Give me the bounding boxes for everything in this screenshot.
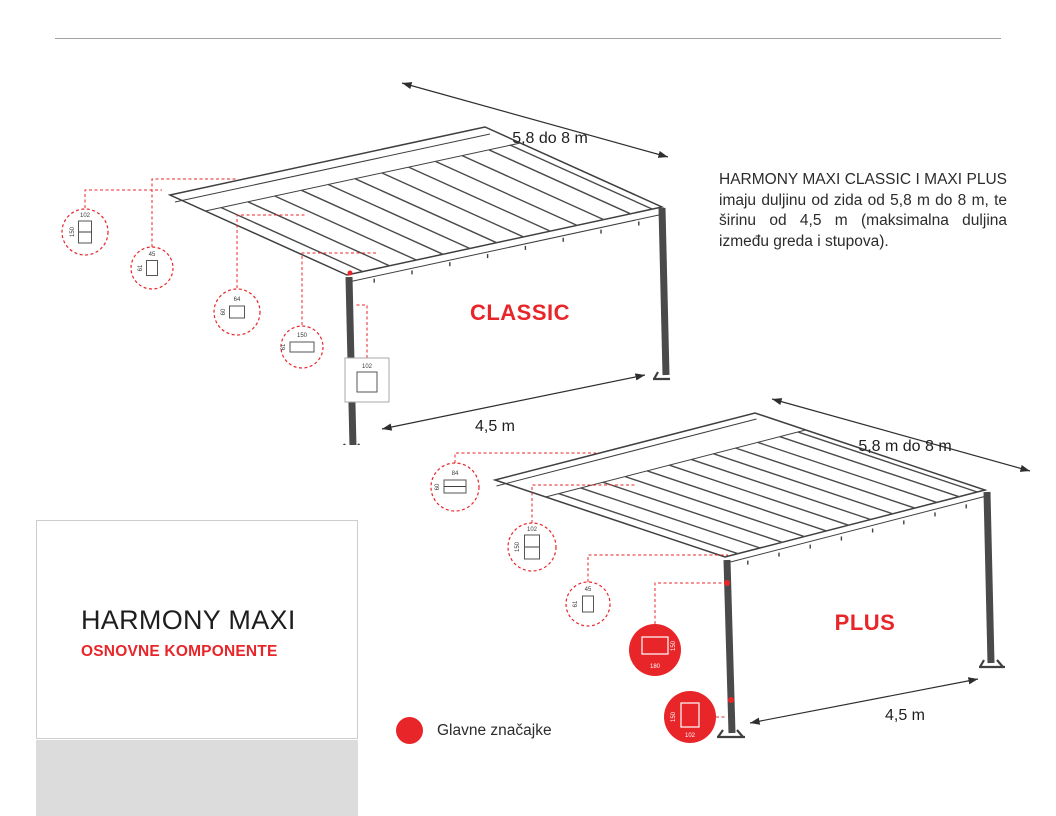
footer-band [36,740,358,816]
classic-callout-4: 150 61 [280,325,324,369]
plus-callout-1: 84 60 [430,462,480,512]
plus-model-label: PLUS [835,610,896,635]
classic-width-label: 4,5 m [475,418,515,435]
callout-dim: 180 [650,664,661,670]
plus-callout-2: 102 150 [507,522,557,572]
callout-dim: 61 [281,343,287,350]
feature-anchor-dot [724,580,730,586]
classic-pergola-figure: 5,8 do 8 m 4,5 m CLASSIC 102 150 45 6 [61,82,670,445]
plus-callouts: 84 60 102 150 45 61 180 150 [430,452,734,743]
plus-feature-callout-1: 180 150 [629,624,681,676]
plus-feature-callout-2: 102 150 [664,691,716,743]
legend: Glavne značajke [396,717,552,744]
classic-callout-1: 102 150 [61,208,109,256]
info-title: HARMONY MAXI [81,605,296,635]
callout-dim: 102 [362,364,373,370]
plus-callout-3: 45 61 [565,581,611,627]
feature-anchor-dot [728,697,734,703]
classic-callouts: 102 150 45 61 64 60 150 61 [61,178,390,403]
classic-roof [167,126,665,283]
callout-dim: 84 [452,471,459,477]
callout-dim: 150 [70,226,76,237]
classic-callout-5: 102 [344,357,390,403]
plus-width-label: 4,5 m [885,707,925,724]
description-text: HARMONY MAXI CLASSIC I MAXI PLUS imaju d… [719,171,1007,250]
callout-dim: 102 [685,733,696,739]
callout-dim: 61 [573,600,579,607]
plus-roof [492,412,988,565]
callout-dim: 150 [297,333,308,339]
callout-dim: 61 [138,264,144,271]
callout-dim: 60 [435,483,441,490]
classic-length-label: 5,8 do 8 m [512,130,588,147]
callout-dim: 60 [221,308,227,315]
callout-dim: 102 [527,527,538,533]
callout-dim: 45 [149,252,156,258]
classic-bracket-dot [347,270,353,276]
callout-dim: 150 [515,541,521,552]
plus-dimensions: 5,8 m do 8 m 4,5 m [749,398,1031,725]
callout-dim: 45 [585,587,592,593]
callout-dim: 64 [234,297,241,303]
plus-length-label: 5,8 m do 8 m [858,438,951,455]
callout-dim: 150 [671,640,677,651]
classic-gutter-brackets [373,221,640,283]
callout-dim: 150 [671,711,677,722]
info-panel: HARMONY MAXI OSNOVNE KOMPONENTE [36,520,358,739]
classic-dimensions: 5,8 do 8 m 4,5 m [381,82,669,435]
classic-callout-2: 45 61 [130,246,174,290]
plus-posts [717,491,1005,739]
legend-bullet-icon [396,717,423,744]
classic-callout-3: 64 60 [213,288,261,336]
legend-label: Glavne značajke [437,721,552,739]
info-subtitle: OSNOVNE KOMPONENTE [81,643,278,660]
plus-gutter-brackets [747,504,967,565]
callout-dim: 102 [80,213,91,219]
classic-roof-slats [220,144,653,273]
plus-pergola-figure: 5,8 m do 8 m 4,5 m PLUS 84 60 [430,398,1031,743]
top-divider [55,38,1001,39]
classic-model-label: CLASSIC [470,300,570,325]
